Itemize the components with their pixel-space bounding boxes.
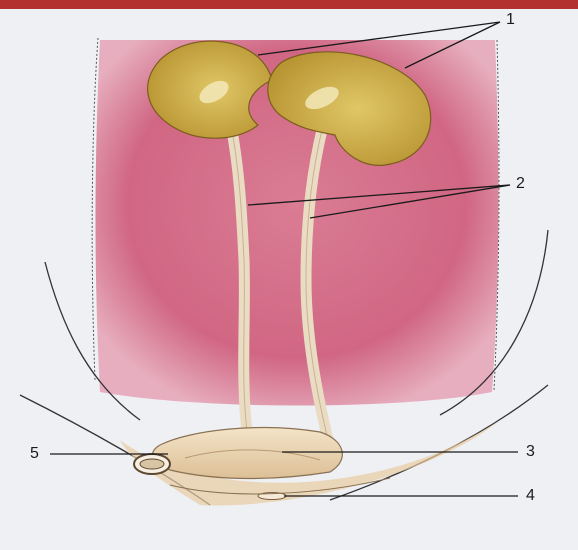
top-border (0, 0, 578, 9)
label-bladder-end: 5 (30, 446, 39, 462)
bladder-end-inner (140, 459, 164, 469)
label-ureters: 2 (516, 176, 525, 192)
label-urethra: 4 (526, 488, 535, 504)
label-kidneys: 1 (506, 12, 515, 28)
label-bladder: 3 (526, 444, 535, 460)
